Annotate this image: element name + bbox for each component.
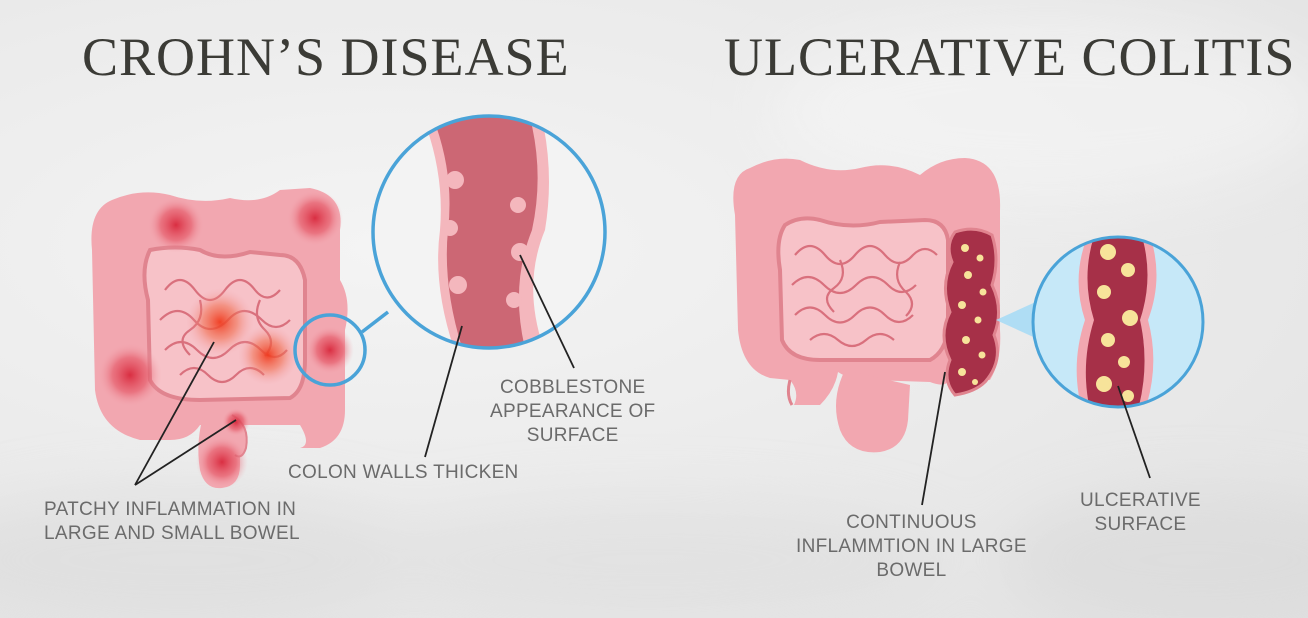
uc-lens-detail [1031,235,1205,409]
uc-pointer-lines [921,371,1151,506]
crohns-title: CROHN’S DISEASE [82,27,570,87]
label-continuous-inflammation: CONTINUOUS INFLAMMTION IN LARGE BOWEL [796,512,1027,581]
uc-inflamed-colon [942,227,1000,397]
crohns-lens-detail [371,114,607,350]
crohns-pointer-lines [134,254,575,486]
uc-rectum [836,370,910,453]
uc-title: ULCERATIVE COLITIS [724,27,1296,87]
inflammation-spot [306,326,354,374]
inflammation-spot [287,190,343,246]
inflammation-spot [196,436,248,488]
uc-intestine [733,158,1001,453]
uc-appendix [786,379,794,406]
inflammation-spot [186,288,254,356]
inflammation-spot [238,325,298,385]
inflammation-spot [98,343,162,407]
label-colon-walls: COLON WALLS THICKEN [288,462,519,483]
uc-ulcers [958,244,987,385]
label-cobblestone: COBBLESTONE APPEARANCE OF SURFACE [490,377,656,446]
uc-small-intestine [791,244,938,348]
crohns-small-lens [293,313,367,387]
label-ulcerative-surface: ULCERATIVE SURFACE [1080,490,1201,535]
inflammation-spot [148,197,204,253]
uc-lens-pointer [996,300,1040,340]
lens-connector [360,310,390,334]
ulcerated-colon-wall [1085,237,1148,407]
crohns-intestine [91,188,354,489]
label-patchy-inflammation: PATCHY INFLAMMATION IN LARGE AND SMALL B… [44,499,300,544]
inflammation-spot [222,408,250,436]
uc-inner-area [776,216,950,362]
